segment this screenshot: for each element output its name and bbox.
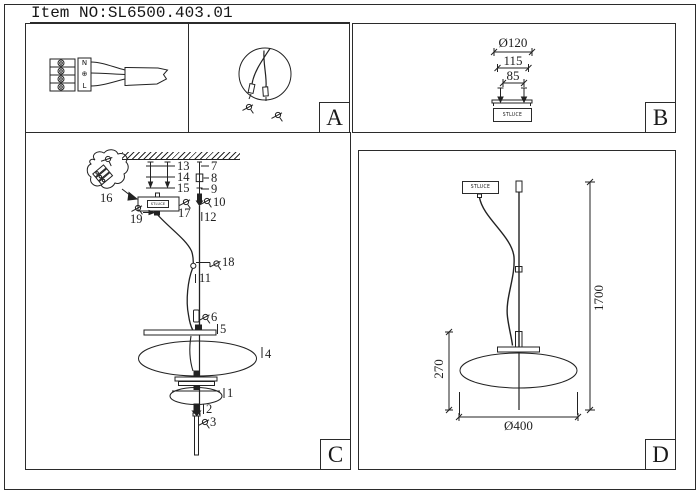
part-label-15: 15 [177, 181, 190, 195]
panel-a-letter: A [326, 105, 343, 130]
diffuser-lens [169, 387, 223, 405]
cable-sheath [124, 66, 169, 87]
panel-d-frame [358, 150, 676, 470]
part-label-12: 12 [204, 210, 217, 224]
sheet-border [4, 4, 696, 490]
part-label-6: 6 [211, 310, 218, 324]
part-label-18: 18 [222, 255, 235, 269]
panel-c-label-box: C [320, 439, 351, 470]
dim-400-line [455, 392, 582, 421]
part-label-11: 11 [199, 271, 212, 285]
cord-connector [190, 262, 197, 269]
terminal-cloud-detail [86, 149, 139, 201]
suspension-bolt-stack [195, 161, 209, 207]
terminal-symbol-n: N [81, 59, 88, 67]
terminal-block-drawing [49, 57, 169, 92]
part-label-5: 5 [220, 322, 227, 336]
brand-label-c: STLUCE [150, 201, 166, 206]
power-cord-lower [186, 268, 194, 331]
terminal-symbol-earth: ⊕ [81, 70, 88, 78]
panel-b-label-box: B [645, 102, 676, 133]
panel-b-letter: B [652, 105, 669, 130]
part-label-2: 2 [206, 402, 213, 416]
wire-2 [90, 72, 126, 75]
dim-drop-height: 1700 [591, 285, 606, 311]
wire-1 [90, 61, 126, 71]
part-label-1: 1 [227, 386, 234, 400]
brand-label-d: STLUCE [470, 184, 491, 191]
detail-arrow [127, 191, 139, 201]
panel-c-letter: C [327, 442, 344, 467]
panel-b-frame [352, 23, 676, 133]
part-label-16: 16 [100, 191, 113, 205]
part-label-10: 10 [213, 195, 226, 209]
dim-canopy-diameter: Ø120 [498, 35, 528, 50]
canopy-logo-box-c: STLUCE [147, 200, 169, 208]
canopy-logo-box-d: STLUCE [462, 181, 499, 194]
part-label-3: 3 [210, 415, 217, 429]
part-label-19: 19 [130, 212, 143, 226]
terminal-symbol-l: L [82, 82, 87, 90]
dim-1700-line [585, 178, 595, 414]
part-label-17: 17 [178, 206, 191, 220]
item-number-title: Item NO:SL6500.403.01 [31, 4, 233, 22]
dim-shade-diameter: Ø400 [504, 418, 533, 433]
part-label-4: 4 [265, 347, 272, 361]
wire-3 [90, 78, 126, 87]
dim-270-line [445, 328, 453, 414]
part-label-8: 8 [211, 171, 218, 185]
wire-detail-circle [238, 47, 292, 122]
title-underline [30, 22, 350, 23]
pendant-dimension-drawing [445, 178, 595, 421]
canopy-plate [491, 99, 533, 104]
canopy-dimension-drawing [490, 48, 536, 106]
canopy-logo-box-b: STLUCE [493, 108, 532, 122]
panel-a-label-box: A [319, 102, 350, 133]
dim-canopy-plate: 115 [503, 53, 523, 68]
panel-c-frame [25, 132, 351, 470]
power-cord-d [478, 197, 515, 346]
panel-d-letter: D [652, 442, 669, 467]
dim-shade-drop: 270 [431, 359, 446, 379]
part-label-7: 7 [211, 159, 218, 173]
part-label-13: 13 [177, 159, 190, 173]
exploded-assembly-drawing [86, 149, 263, 456]
panel-a-divider [188, 23, 189, 133]
dim-canopy-holes: 85 [506, 68, 520, 83]
panel-d-label-box: D [645, 439, 676, 470]
brand-label-b: STLUCE [502, 112, 523, 118]
part-label-14: 14 [177, 170, 190, 184]
power-cord-upper [155, 212, 194, 264]
part-label-9: 9 [211, 182, 218, 196]
